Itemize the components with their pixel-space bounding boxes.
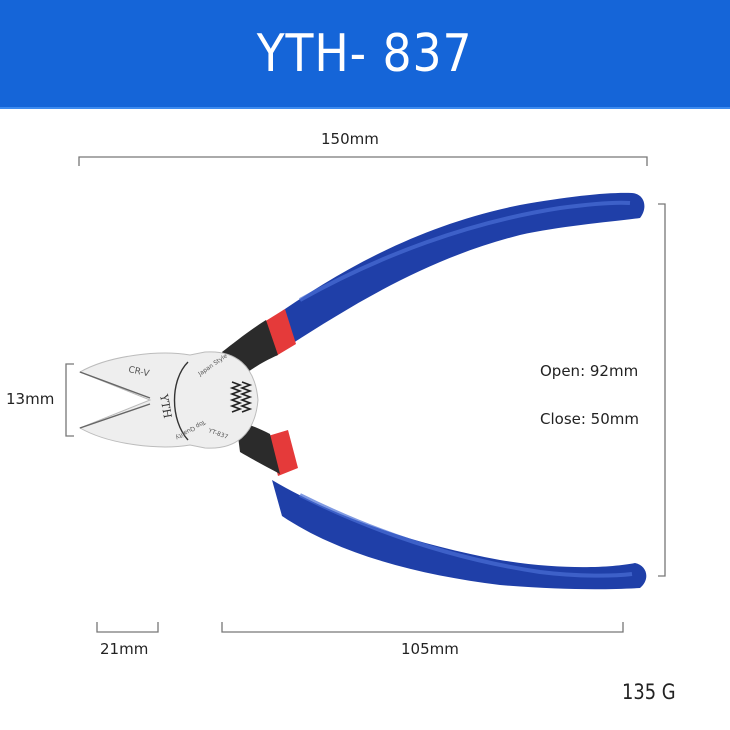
upper-handle xyxy=(222,192,645,378)
weight-label: 135 G xyxy=(622,680,676,704)
jaw-length-label: 21mm xyxy=(100,640,149,658)
spring xyxy=(229,381,253,413)
close-label: Close: 50mm xyxy=(540,410,639,428)
svg-text:YTH: YTH xyxy=(157,392,174,419)
dim-line-open-close xyxy=(658,203,666,577)
title-banner: YTH- 837 xyxy=(0,0,730,109)
handle-length-label: 105mm xyxy=(401,640,459,658)
dimension-lines xyxy=(65,156,666,633)
pliers-head: CR-V YTH Japan Style Top Quality YT-837 xyxy=(78,351,259,449)
lower-handle xyxy=(236,420,647,590)
dim-line-jaw-length xyxy=(96,622,159,633)
dim-line-total-length xyxy=(78,156,648,166)
total-length-label: 150mm xyxy=(321,130,379,148)
dim-line-jaw-width xyxy=(65,363,74,437)
open-label: Open: 92mm xyxy=(540,362,639,380)
model-title: YTH- 837 xyxy=(257,23,473,84)
jaw-width-label: 13mm xyxy=(6,390,55,408)
svg-text:CR-V: CR-V xyxy=(127,365,150,379)
dim-line-handle-length xyxy=(221,622,624,633)
